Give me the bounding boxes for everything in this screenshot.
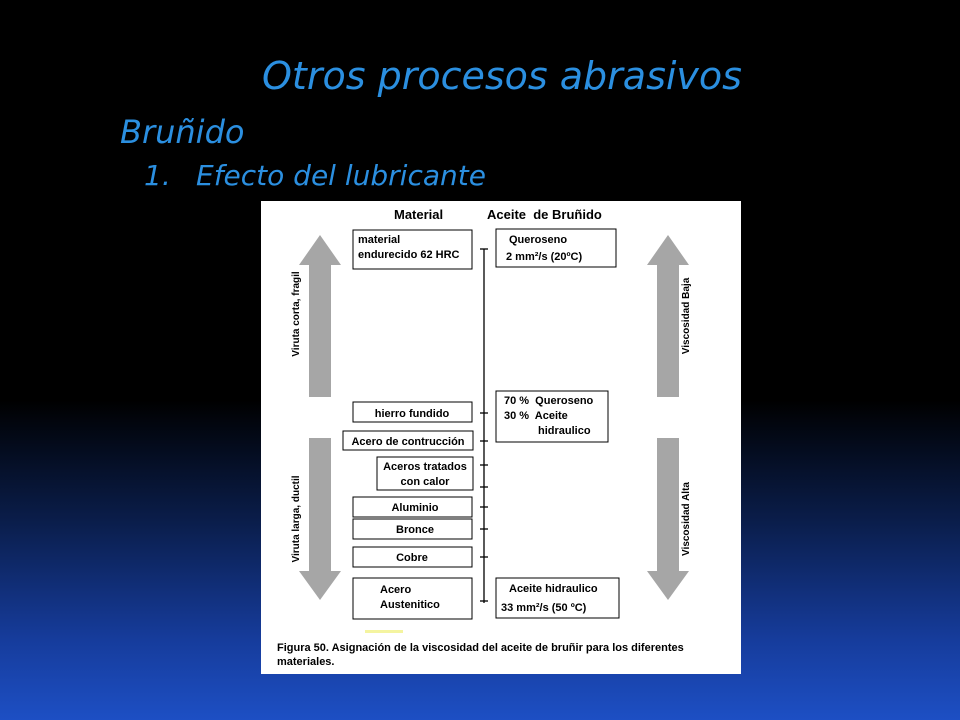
material-box-endurecido: [352, 229, 473, 270]
right-down-arrow-label: Viscosidad Alta: [681, 482, 692, 556]
left-up-arrow-label: Viruta corta, fragil: [291, 271, 302, 357]
bullet-text: Efecto del lubricante: [196, 159, 486, 192]
material-box-acero-austenitico: [352, 577, 473, 620]
oil-box-aceite-hidraulico: [495, 577, 620, 619]
material-box-cobre: [352, 546, 473, 568]
figure-caption: Figura 50. Asignación de la viscosidad d…: [277, 642, 684, 668]
oil-label: 70 % Queroseno: [504, 395, 594, 407]
scale-ticks: [480, 248, 488, 602]
slide-subtitle: Bruñido: [120, 113, 245, 151]
right-up-arrow: [647, 235, 689, 397]
header-material: Material: [394, 207, 443, 222]
bullet-number: 1.: [144, 159, 171, 192]
left-down-arrow-label: Viruta larga, ductil: [291, 475, 302, 562]
material-label: Aceros tratados: [383, 461, 467, 473]
right-up-arrow-label: Viscosidad Baja: [681, 277, 692, 354]
oil-label: 30 % Aceite: [504, 410, 568, 422]
material-box-hierro: [352, 401, 473, 423]
material-label: Acero de contrucción: [351, 436, 464, 448]
material-label: Cobre: [396, 552, 428, 564]
material-label: endurecido 62 HRC: [358, 249, 460, 261]
right-down-arrow: [647, 438, 689, 600]
oil-box-queroseno: [495, 228, 617, 268]
material-box-aceros-tratados: [376, 456, 474, 491]
material-label: Aluminio: [391, 502, 438, 514]
oil-label: Queroseno: [509, 234, 567, 246]
header-aceite: Aceite de Bruñido: [487, 207, 602, 222]
oil-box-mezcla: [495, 390, 609, 443]
scan-artifact: [365, 630, 403, 633]
material-label: con calor: [401, 476, 451, 488]
oil-label: hidraulico: [538, 425, 591, 437]
material-box-bronce: [352, 518, 473, 540]
material-label: Austenitico: [380, 599, 440, 611]
material-label: Bronce: [396, 524, 434, 536]
material-box-aluminio: [352, 496, 473, 518]
material-box-acero-construccion: [342, 430, 474, 451]
oil-label: 33 mm²/s (50 ºC): [501, 602, 587, 614]
slide-title: Otros procesos abrasivos: [262, 54, 742, 98]
material-label: material: [358, 234, 400, 246]
figure-diagram: Material Aceite de Bruñido Viruta corta,…: [291, 207, 692, 633]
left-down-arrow: [299, 438, 341, 600]
left-up-arrow: [299, 235, 341, 397]
oil-label: 2 mm²/s (20ºC): [506, 251, 582, 263]
material-label: Acero: [380, 584, 411, 596]
material-label: hierro fundido: [375, 408, 450, 420]
oil-label: Aceite hidraulico: [509, 583, 598, 595]
lubricant-figure: Material Aceite de Bruñido Viruta corta,…: [261, 201, 741, 674]
bullet-item: 1. Efecto del lubricante: [144, 159, 486, 192]
